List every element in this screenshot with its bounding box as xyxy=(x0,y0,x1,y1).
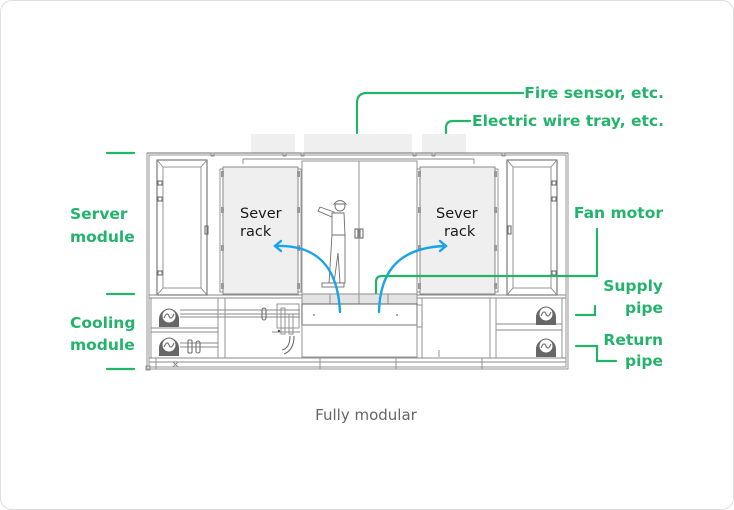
arrow-head-right xyxy=(438,239,448,253)
fire-sensor-block xyxy=(304,134,412,153)
container-frame xyxy=(145,152,569,371)
return-pipe-label-line2: pipe xyxy=(625,352,663,370)
server-rack-right: Sever rack xyxy=(416,166,499,295)
return-pipe-label-line1: Return xyxy=(603,331,663,349)
airflow-arrows xyxy=(273,239,448,314)
fire-sensor-label: Fire sensor, etc. xyxy=(524,84,664,102)
supply-pipe-label-line1: Supply xyxy=(603,277,663,295)
cooling-module-label-line1: Cooling xyxy=(70,314,135,332)
supply-pipe-leader xyxy=(574,304,597,317)
arrow-head-left xyxy=(273,239,283,253)
fan-unit xyxy=(301,297,491,359)
return-pipe-leader xyxy=(574,344,618,363)
fire-sensor-leader xyxy=(355,91,525,135)
fan-icon-left-supply xyxy=(159,308,179,327)
supply-pipe-label-line2: pipe xyxy=(625,299,663,317)
fan-icon-right-supply xyxy=(536,306,556,325)
fan-motor-label: Fan motor xyxy=(574,204,663,222)
diagram-caption: Fully modular xyxy=(315,406,417,424)
arrow-icon-left xyxy=(275,244,342,314)
left-rack-label-line2: rack xyxy=(240,224,272,240)
center-aisle-doors xyxy=(301,160,418,295)
fan-icon-left-return xyxy=(159,337,179,356)
server-module-label-line1: Server xyxy=(70,205,128,223)
fan-motor-leader xyxy=(374,227,599,295)
fan-icon-right-return xyxy=(536,338,556,357)
arrow-icon-right xyxy=(377,244,446,314)
cooling-module-label-line2: module xyxy=(70,336,135,354)
right-rack-label-line1: Sever xyxy=(436,206,478,222)
person-worker-icon xyxy=(317,200,347,288)
wire-tray-leader xyxy=(444,119,472,135)
right-rack-label-line2: rack xyxy=(444,224,476,240)
server-rack-left: Sever rack xyxy=(219,166,302,295)
raised-floor xyxy=(301,293,418,305)
right-door xyxy=(506,159,558,296)
callout-lines xyxy=(105,91,618,371)
top-equipment-blocks xyxy=(251,134,466,153)
left-door xyxy=(156,159,209,296)
left-cooling-piping xyxy=(150,298,300,358)
wire-tray-label: Electric wire tray, etc. xyxy=(472,112,664,130)
server-module-label-line2: module xyxy=(70,228,135,246)
left-rack-label-line1: Sever xyxy=(240,206,282,222)
wire-tray-block xyxy=(422,134,466,153)
top-block-left xyxy=(251,134,295,153)
